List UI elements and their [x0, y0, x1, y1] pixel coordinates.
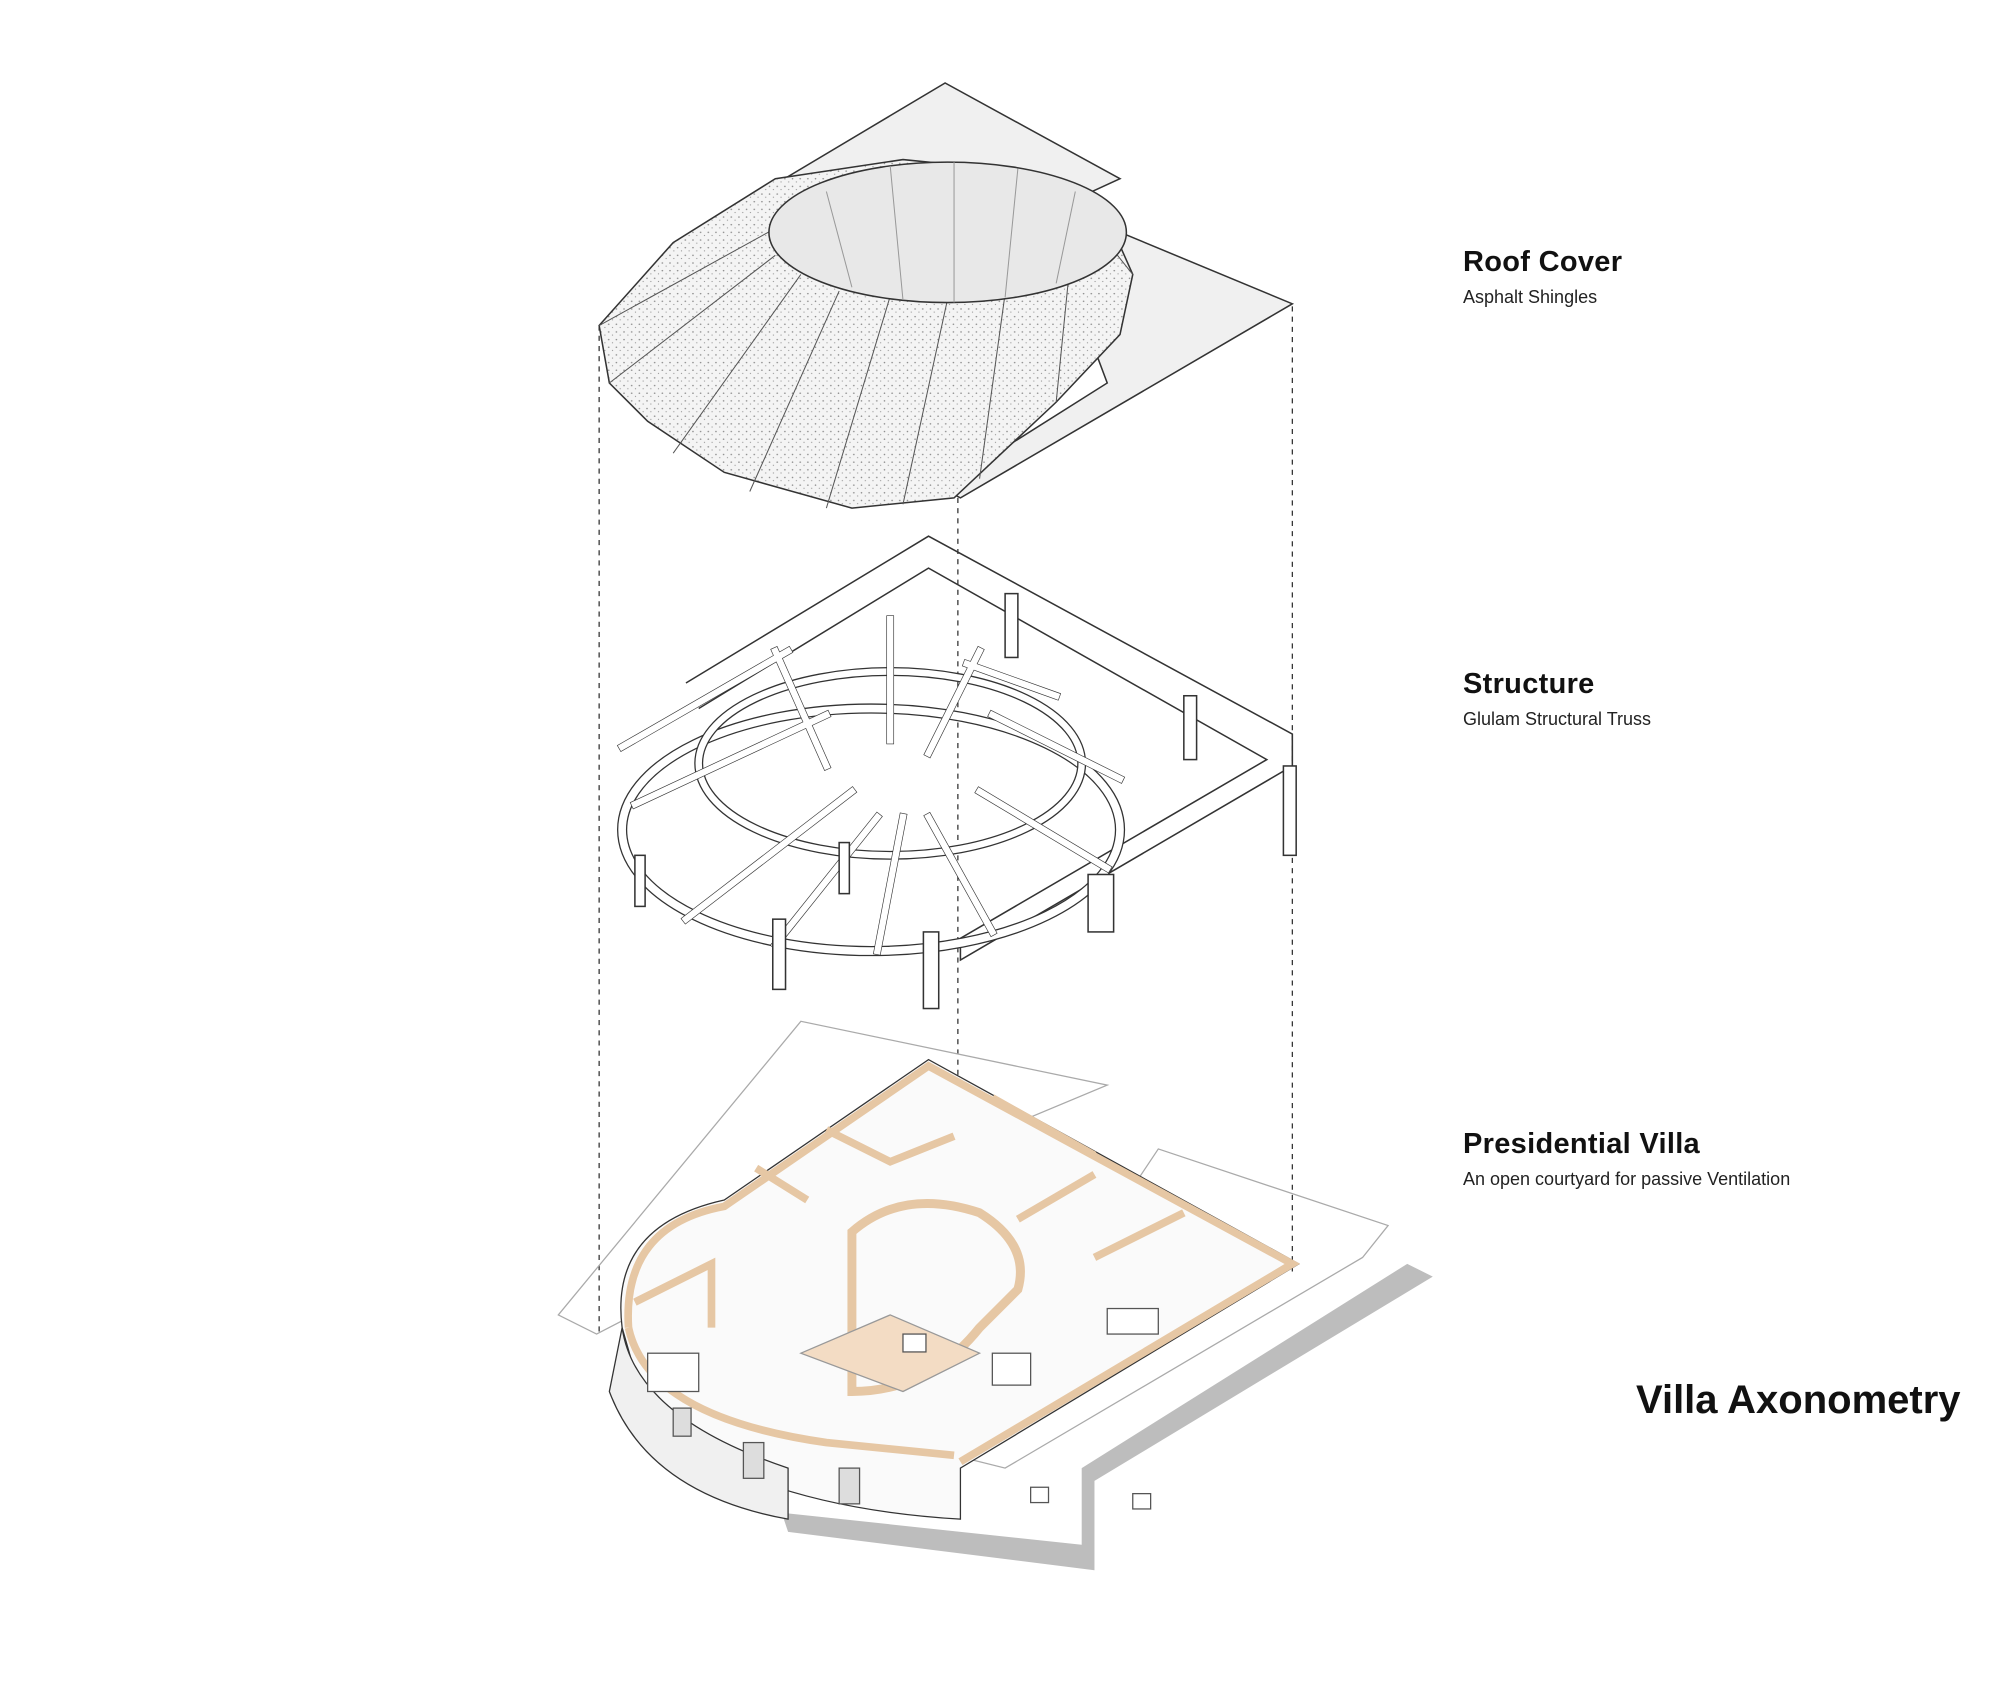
drawing-title: Villa Axonometry: [1636, 1378, 1961, 1422]
layer-subtitle: Asphalt Shingles: [1463, 287, 1598, 307]
presidential-villa-layer: [557, 1020, 1433, 1571]
layer-subtitle: Glulam Structural Truss: [1463, 709, 1652, 729]
structure-layer: [616, 535, 1297, 1010]
layer-label-structure: Structure Glulam Structural Truss: [1463, 668, 1651, 730]
layer-label-presidential-villa: Presidential Villa An open courtyard for…: [1463, 1128, 1790, 1190]
layer-title: Roof Cover: [1463, 246, 1623, 278]
columns: [634, 592, 1297, 1010]
furniture: [647, 1307, 1159, 1510]
layer-label-roof-cover: Roof Cover Asphalt Shingles: [1463, 246, 1622, 308]
courtyard-floor: [799, 1314, 982, 1393]
layer-title: Presidential Villa: [1463, 1128, 1700, 1160]
ground-base: [781, 1263, 1433, 1571]
structure-frame: [685, 535, 1294, 962]
roof-opening: [768, 161, 1128, 304]
layer-title: Structure: [1463, 668, 1595, 700]
windows: [672, 1407, 861, 1505]
layer-subtitle: An open courtyard for passive Ventilatio…: [1463, 1169, 1791, 1189]
roof-cover-layer: [598, 82, 1295, 509]
walls: [624, 1061, 1301, 1466]
